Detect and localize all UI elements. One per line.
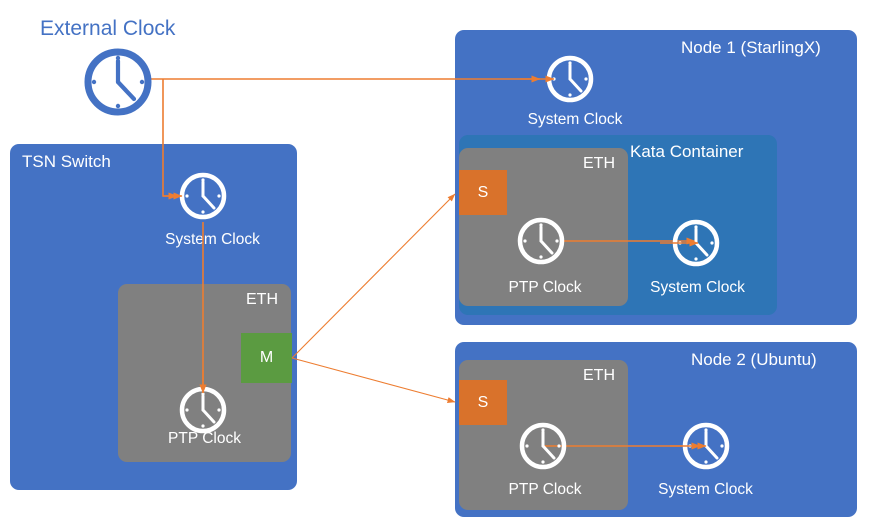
node2-eth-label: ETH bbox=[583, 367, 615, 384]
node2-label: Node 2 (Ubuntu) bbox=[691, 350, 817, 369]
tsn-system-clock-caption: System Clock bbox=[165, 231, 260, 248]
arrow-master-to-node2-slave bbox=[291, 357, 456, 403]
external-clock-label: External Clock bbox=[40, 17, 176, 40]
tsn-eth-label: ETH bbox=[246, 291, 278, 308]
node1-ptp-clock-caption: PTP Clock bbox=[508, 279, 582, 296]
tsn-ptp-clock-caption: PTP Clock bbox=[168, 430, 241, 447]
kata-container-label: Kata Container bbox=[630, 142, 744, 161]
kata-system-clock-caption: System Clock bbox=[650, 279, 745, 296]
node2-ptp-clock-caption: PTP Clock bbox=[508, 481, 582, 498]
node1-eth-label: ETH bbox=[583, 155, 615, 172]
tsn-eth-master-badge: M bbox=[241, 333, 292, 383]
node1-system-clock-caption: System Clock bbox=[527, 111, 623, 128]
node1-label: Node 1 (StarlingX) bbox=[681, 38, 821, 57]
external-clock-icon bbox=[84, 48, 152, 116]
node2-eth-slave-badge: S bbox=[459, 380, 507, 425]
tsn-switch-label: TSN Switch bbox=[22, 152, 111, 171]
node1-eth-slave-badge: S bbox=[459, 170, 507, 215]
node2-system-clock-caption: System Clock bbox=[658, 481, 753, 498]
arrow-master-to-node1-slave bbox=[291, 193, 456, 359]
